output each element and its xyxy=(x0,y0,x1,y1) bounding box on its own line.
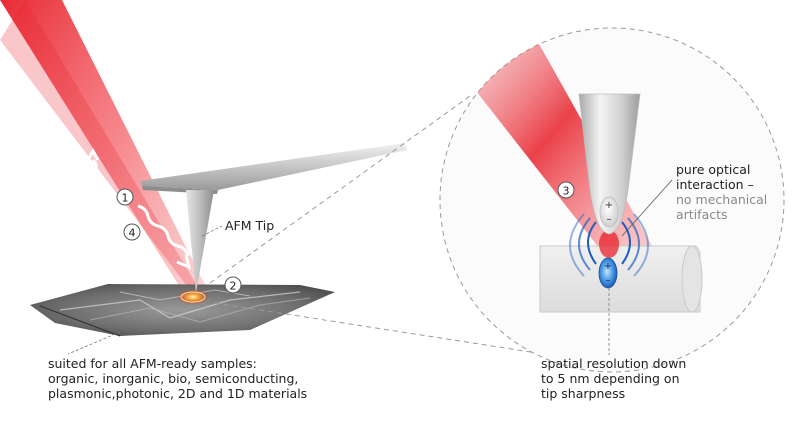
resolution-line-1: spatial resolution down xyxy=(541,356,687,371)
samples-line-1: suited for all AFM-ready samples: xyxy=(48,356,257,371)
hot-spot xyxy=(177,289,209,305)
marker-4-circle xyxy=(123,223,141,241)
marker-1-circle xyxy=(116,188,134,206)
optical-line-1: pure optical xyxy=(676,162,751,177)
afm-tip-small xyxy=(186,190,214,293)
sample-minus-sign: – xyxy=(606,275,611,286)
optical-line-2: interaction – xyxy=(676,177,754,192)
field-lines xyxy=(569,213,649,277)
tip-plus-sign: + xyxy=(605,200,613,211)
optical-line-3: no mechanical xyxy=(676,192,768,207)
afm-tip-large xyxy=(578,93,641,235)
tip-charge xyxy=(599,196,619,228)
wavy-arrow-in xyxy=(86,147,100,210)
cantilever xyxy=(140,143,407,194)
sample-plus-sign: + xyxy=(604,261,612,272)
sample-block xyxy=(539,245,703,313)
resolution-line-3: tip sharpness xyxy=(541,386,626,401)
marker-3: 3 xyxy=(563,185,570,198)
wavy-arrow-out xyxy=(137,204,192,270)
samples-label: suited for all AFM-ready samples: organi… xyxy=(48,356,307,401)
optical-label: pure optical interaction – no mechanical… xyxy=(676,162,767,222)
tip-minus-sign: – xyxy=(607,214,612,225)
sample-charge xyxy=(598,257,618,289)
afm-tip-leader xyxy=(201,225,223,237)
laser-beam-left xyxy=(0,0,205,292)
optical-line-4: artifacts xyxy=(676,207,728,222)
resolution-line-2: to 5 nm depending on xyxy=(541,371,680,386)
laser-beam-left-core xyxy=(0,0,198,290)
zoom-line-top xyxy=(209,95,471,284)
zoom-line-bottom xyxy=(214,302,551,356)
marker-2: 2 xyxy=(230,280,237,293)
marker-3-circle xyxy=(557,181,575,199)
resolution-label: spatial resolution down to 5 nm dependin… xyxy=(541,356,686,401)
samples-line-3: plasmonic,photonic, 2D and 1D materials xyxy=(48,386,308,401)
marker-1: 1 xyxy=(122,192,129,205)
samples-line-2: organic, inorganic, bio, semiconducting, xyxy=(48,371,299,386)
samples-leader xyxy=(67,331,121,355)
marker-2-circle xyxy=(224,276,242,294)
afm-tip-label: AFM Tip xyxy=(225,218,274,233)
optical-leader xyxy=(621,179,673,237)
marker-4: 4 xyxy=(129,227,136,240)
